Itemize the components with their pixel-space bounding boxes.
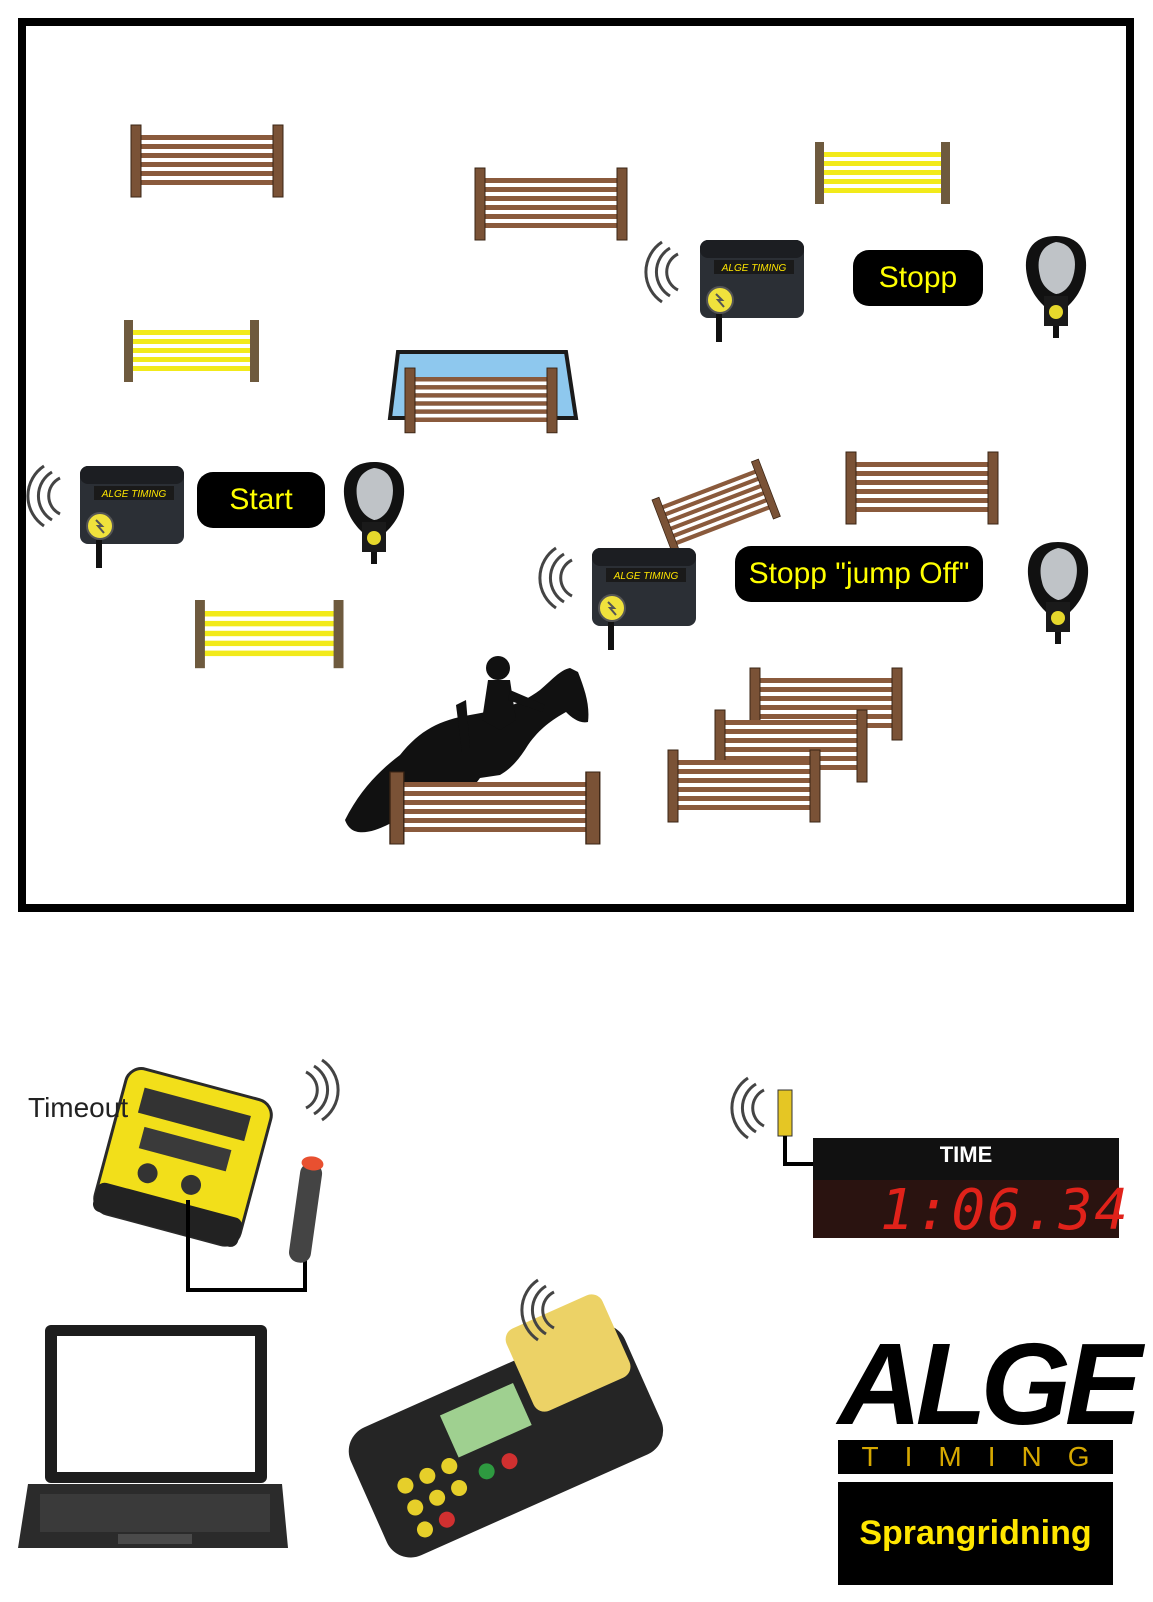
push-button <box>288 1155 325 1264</box>
printer-timer <box>328 1288 671 1565</box>
scoreboard-time: 1:06.34 <box>880 1178 1110 1243</box>
alge-brand: ALGE <box>838 1330 1113 1438</box>
fence-yellow-3 <box>195 600 344 668</box>
fence-vertical-3 <box>846 452 998 524</box>
handheld-waves <box>306 1060 338 1120</box>
triple-bar-fence <box>668 668 902 822</box>
subtitle-text: Sprangridning <box>859 1514 1091 1553</box>
alge-timing-bar: TIMING <box>838 1440 1113 1474</box>
subtitle-box: Sprangridning <box>838 1482 1113 1585</box>
fence-vertical-1 <box>131 125 283 197</box>
alge-logo: ALGE <box>838 1330 1113 1438</box>
timeout-label: Timeout <box>28 1092 128 1124</box>
fence-yellow-2 <box>124 320 259 382</box>
alge-subbrand: TIMING <box>862 1441 1116 1473</box>
start-label: Start <box>197 472 325 528</box>
laptop <box>18 1325 288 1548</box>
fence-angled <box>652 459 780 557</box>
fence-horse-jump <box>390 772 600 844</box>
scoreboard-antenna <box>778 1090 815 1164</box>
finish-label: Stopp <box>853 250 983 306</box>
fence-vertical-2 <box>475 168 627 240</box>
fence-yellow-1 <box>815 142 950 204</box>
jumpoff-label: Stopp "jump Off" <box>735 546 983 602</box>
scoreboard-header: TIME <box>813 1142 1119 1168</box>
water-jump <box>390 352 576 433</box>
scoreboard-waves <box>732 1078 764 1138</box>
